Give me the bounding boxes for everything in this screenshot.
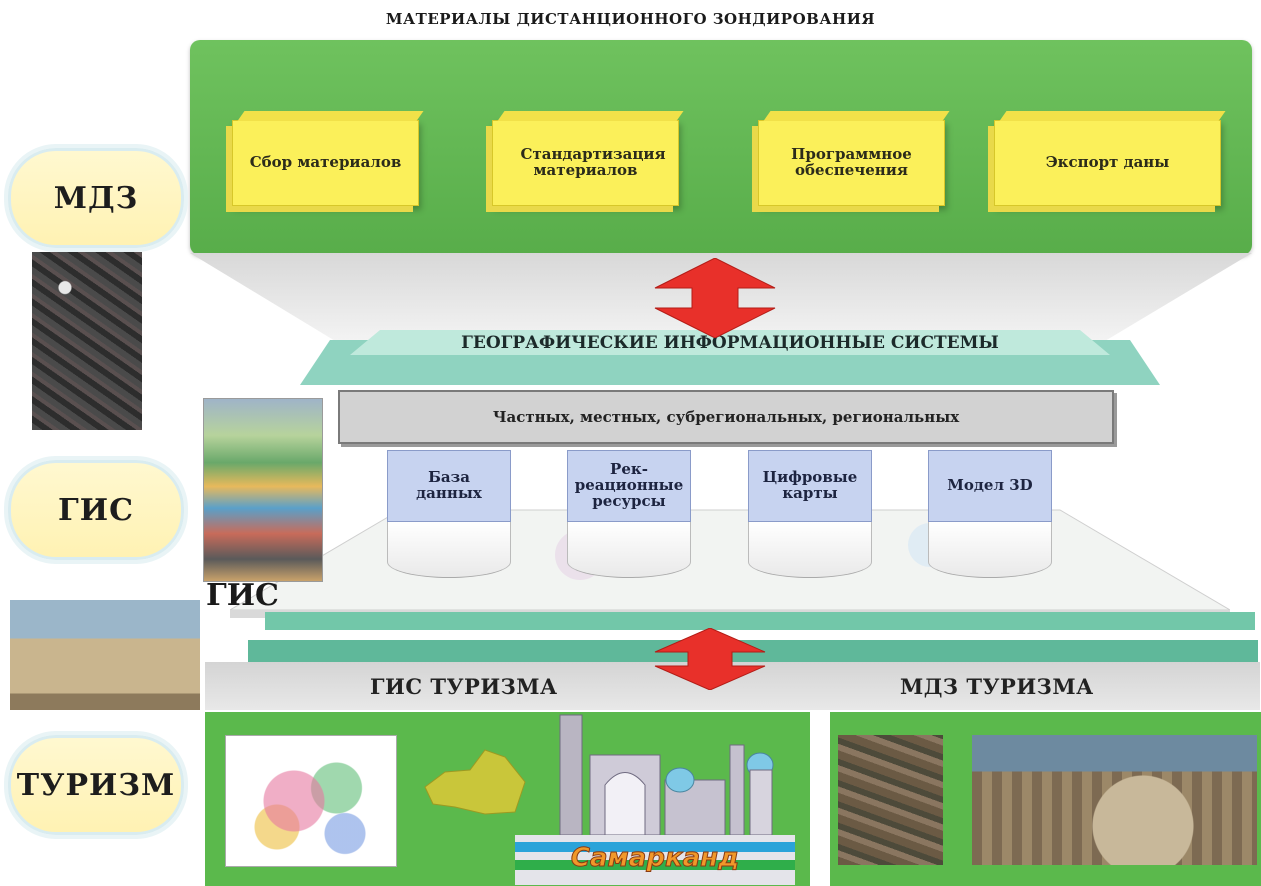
- step-label: Экспорт даны: [1045, 153, 1170, 172]
- gis-tourism-label: ГИС ТУРИЗМА: [370, 674, 558, 699]
- gis-title: ГЕОГРАФИЧЕСКИЕ ИНФОРМАЦИОННЫЕ СИСТЕМЫ: [461, 333, 999, 353]
- component-label: База данных: [387, 450, 511, 522]
- component-database: База данных: [387, 450, 511, 578]
- rs-tourism-label: МДЗ ТУРИЗМА: [900, 674, 1094, 699]
- component-3d-model: Модел 3D: [928, 450, 1052, 578]
- madrasa-photo: [10, 600, 200, 710]
- band-upper: [265, 612, 1255, 630]
- levels-bar: Частных, местных, субрегиональных, регио…: [338, 390, 1114, 444]
- step-box-software: Программное обеспечения: [758, 120, 945, 206]
- component-recreational: Рек-реационные ресурсы: [567, 450, 691, 578]
- tourism-map-image: [225, 735, 397, 867]
- city-banner-text: Самарканд: [571, 843, 739, 873]
- gis-layers-image: [203, 398, 323, 582]
- component-label: Модел 3D: [928, 450, 1052, 522]
- region-map-icon: [424, 749, 526, 815]
- label-rs: МДЗ: [8, 148, 184, 248]
- step-label: Сбор материалов: [249, 153, 402, 172]
- double-arrow-icon: [654, 258, 776, 338]
- step-box-standardization: Стандартизация материалов: [492, 120, 679, 206]
- component-label: Рек-реационные ресурсы: [567, 450, 691, 522]
- step-label: Стандартизация материалов: [520, 145, 666, 179]
- gis-roof: [300, 330, 1160, 385]
- gis-image-label: ГИС: [206, 578, 279, 613]
- step-label: Программное обеспечения: [791, 145, 912, 179]
- satellite-image: [32, 252, 142, 430]
- aerial-photo-small: [838, 735, 943, 865]
- diagram-title: МАТЕРИАЛЫ ДИСТАНЦИОННОГО ЗОНДИРОВАНИЯ: [385, 10, 876, 28]
- aerial-photo-large: [972, 735, 1257, 865]
- samarkand-monument-icon: Самарканд: [515, 714, 795, 885]
- label-gis: ГИС: [8, 460, 184, 560]
- step-box-collection: Сбор материалов: [232, 120, 419, 206]
- double-arrow-icon: [654, 628, 766, 690]
- step-box-export: Экспорт даны: [994, 120, 1221, 206]
- remote-sensing-panel: Сбор материалов Стандартизация материало…: [190, 40, 1252, 255]
- label-tourism: ТУРИЗМ: [8, 735, 184, 835]
- component-digital-maps: Цифровые карты: [748, 450, 872, 578]
- component-label: Цифровые карты: [748, 450, 872, 522]
